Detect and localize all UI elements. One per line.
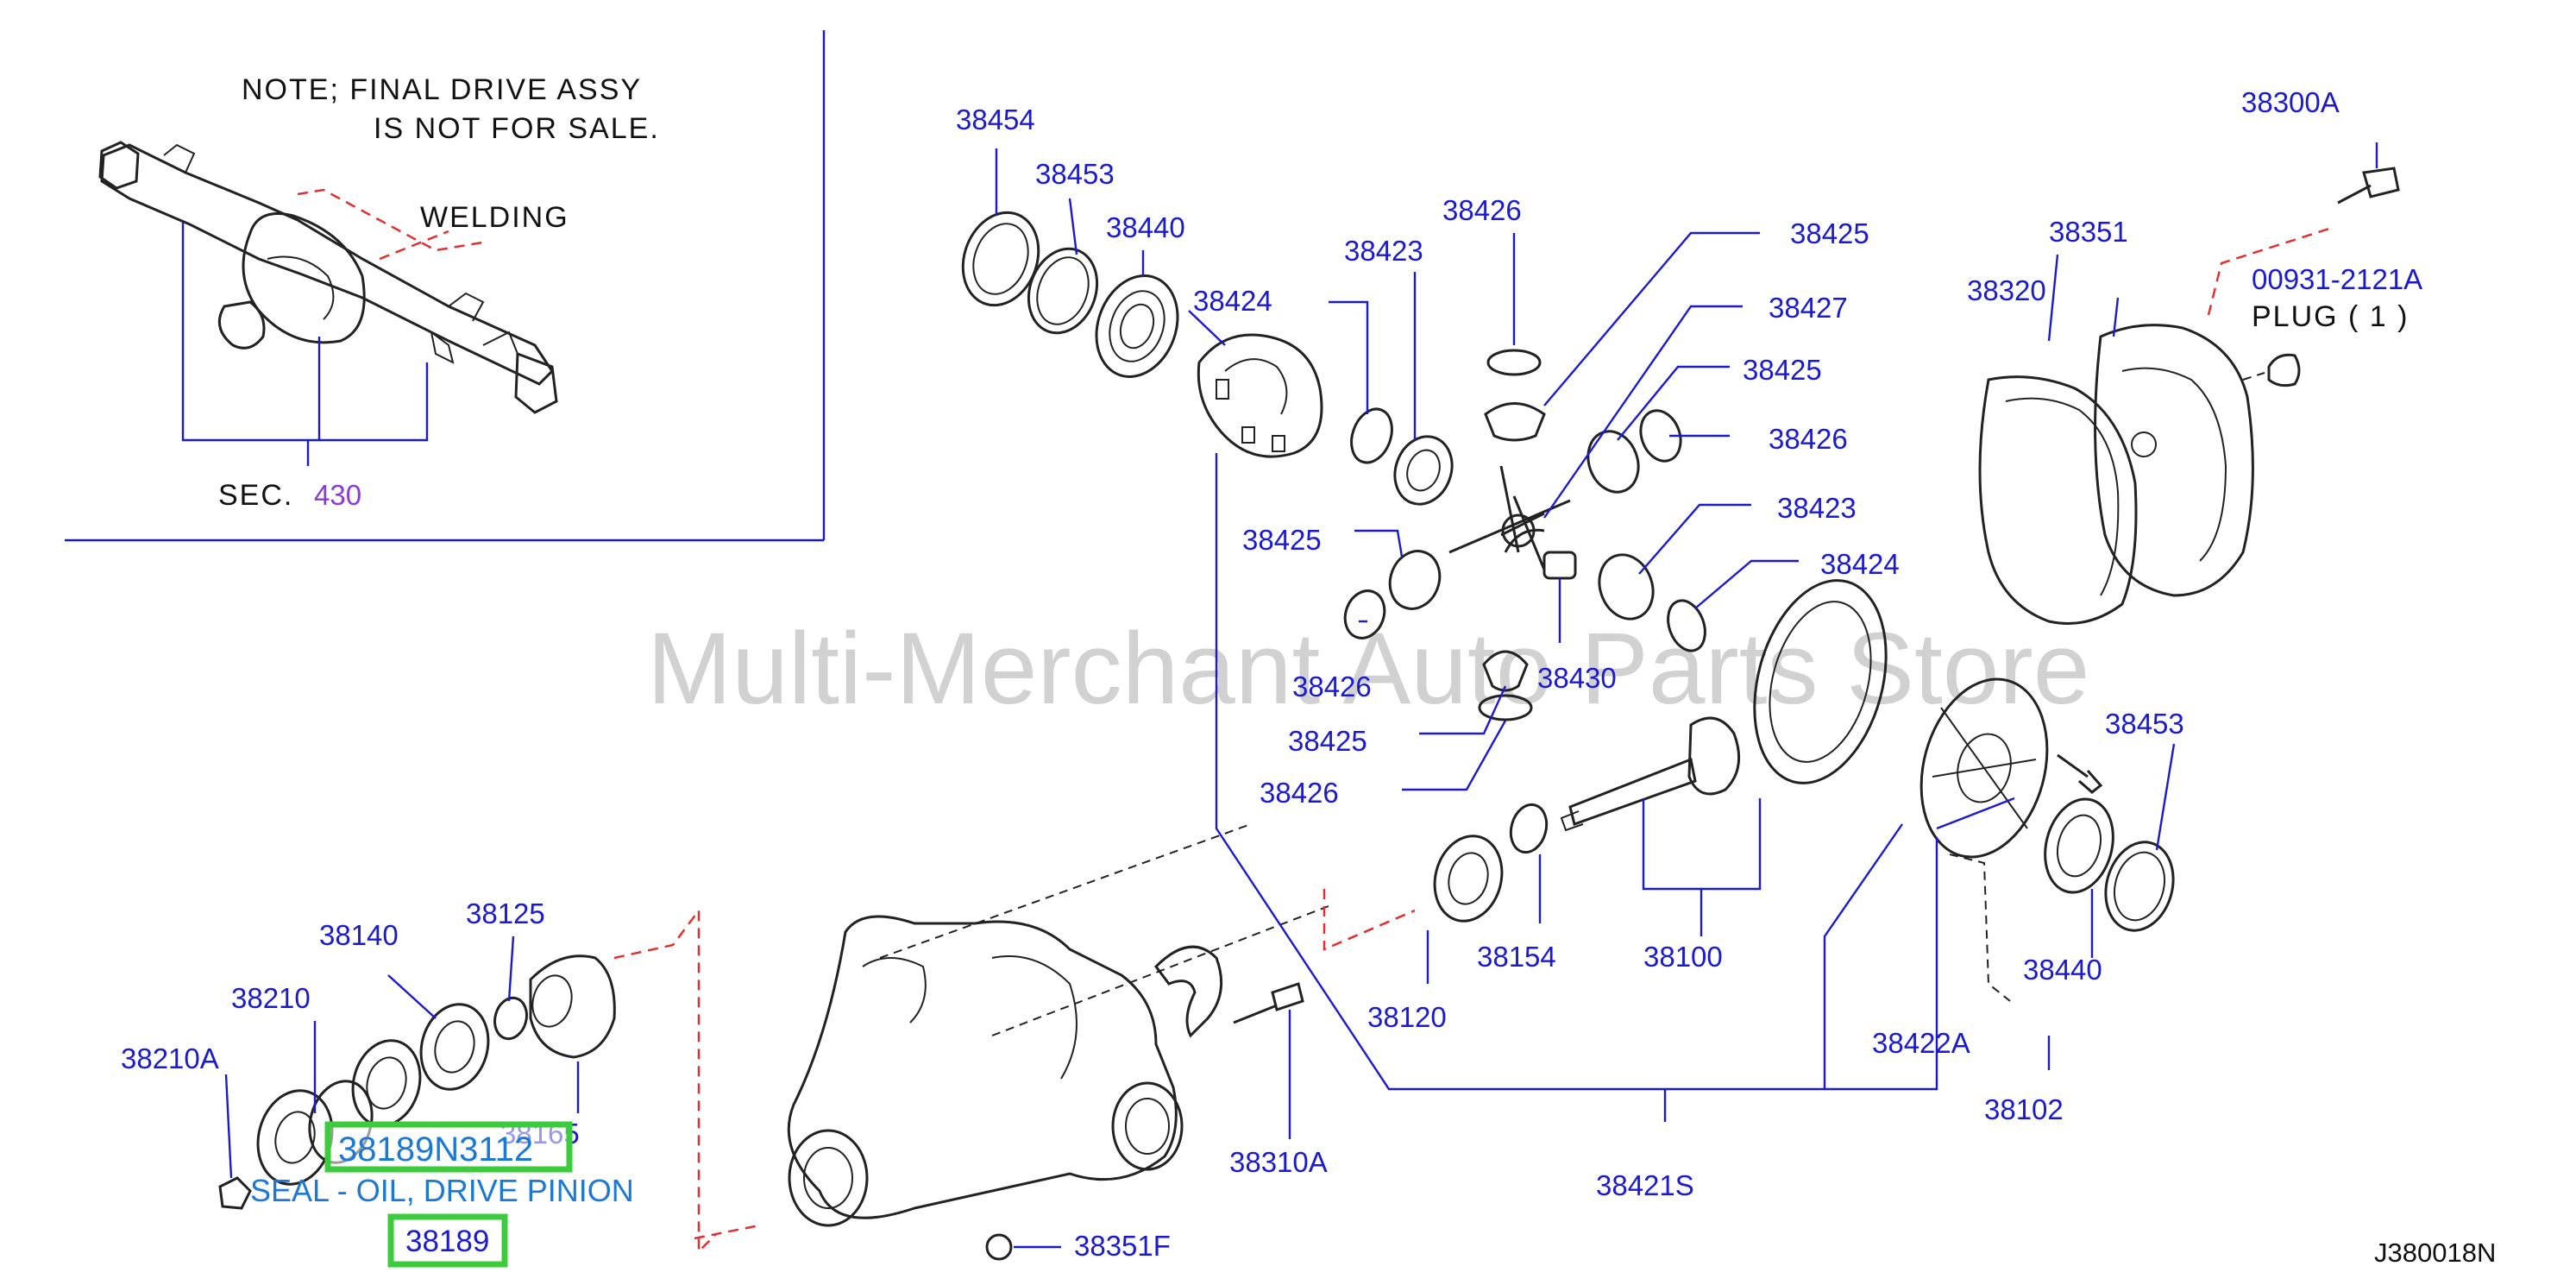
- bearing-cap-38421[interactable]: [1154, 945, 1223, 1038]
- side-gear-38423[interactable]: [1385, 428, 1461, 512]
- pinion-gear-38425-b[interactable]: [1580, 425, 1646, 500]
- upper-bearing-group: [951, 202, 1191, 388]
- inset-panel: NOTE; FINAL DRIVE ASSY IS NOT FOR SALE. …: [65, 30, 826, 542]
- washer-38154[interactable]: [1505, 801, 1551, 856]
- spacer-38165[interactable]: [529, 954, 616, 1059]
- bolt-38422[interactable]: [2057, 753, 2103, 794]
- welding-line: [297, 188, 488, 252]
- callout-38320[interactable]: 38320: [1967, 274, 2046, 306]
- breather-38351F[interactable]: [985, 1233, 1013, 1261]
- callout-38426[interactable]: 38426: [1442, 194, 1522, 226]
- bearing-38120[interactable]: [1425, 828, 1511, 929]
- callout-38422A[interactable]: 38422A: [1872, 1027, 1970, 1059]
- callout-38425-c[interactable]: 38425: [1242, 524, 1322, 556]
- callout-38300A[interactable]: 38300A: [2241, 86, 2340, 118]
- callout-38426-b[interactable]: 38426: [1769, 423, 1848, 455]
- final-drive-housing[interactable]: [787, 915, 1184, 1227]
- callout-38453[interactable]: 38453: [1035, 158, 1115, 190]
- callout-38102[interactable]: 38102: [1984, 1093, 2064, 1125]
- differential-case-38424[interactable]: [1197, 333, 1323, 458]
- callout-38427[interactable]: 38427: [1769, 292, 1848, 324]
- highlight-ref-code[interactable]: 38189: [405, 1225, 489, 1258]
- shim-38453[interactable]: [1017, 239, 1109, 343]
- leader-lines: [224, 142, 2378, 1249]
- lock-pin-38430[interactable]: [1542, 551, 1577, 580]
- callout-38426-d[interactable]: 38426: [1260, 777, 1339, 809]
- callout-38140[interactable]: 38140: [319, 919, 399, 951]
- callout-38425-d[interactable]: 38425: [1288, 725, 1367, 757]
- bearing-38440-b[interactable]: [2035, 791, 2123, 900]
- welding-label: WELDING: [420, 201, 569, 234]
- callout-38310A[interactable]: 38310A: [1229, 1146, 1328, 1178]
- washer-38423[interactable]: [1344, 403, 1398, 468]
- highlight-description: SEAL - OIL, DRIVE PINION: [250, 1173, 634, 1208]
- callout-38210A[interactable]: 38210A: [121, 1042, 219, 1074]
- plug-00931[interactable]: [2267, 353, 2301, 387]
- highlight-part-number[interactable]: 38189N3112: [338, 1131, 533, 1168]
- plug-label: PLUG ( 1 ): [2252, 300, 2409, 333]
- callout-38421S[interactable]: 38421S: [1596, 1169, 1694, 1201]
- callout-38351F[interactable]: 38351F: [1074, 1230, 1171, 1262]
- ring-gear-pinion-38100[interactable]: [1560, 565, 1907, 832]
- bolt-38310A[interactable]: [1233, 982, 1304, 1024]
- pinion-side-parts: [218, 954, 616, 1210]
- watermark: Multi-Merchant Auto Parts Store: [647, 612, 2089, 726]
- thrust-washer-38426-d[interactable]: [1478, 694, 1533, 721]
- highlighted-part[interactable]: 38189N3112 SEAL - OIL, DRIVE PINION 3818…: [250, 1121, 634, 1268]
- washer-38125[interactable]: [490, 994, 531, 1042]
- callout-38100[interactable]: 38100: [1643, 941, 1723, 973]
- oil-seal-38454[interactable]: [951, 202, 1052, 316]
- pinion-shaft-38427[interactable]: [1500, 495, 1546, 570]
- section-label: SEC.: [218, 479, 293, 512]
- washer-38424-b[interactable]: [1662, 595, 1712, 656]
- callout-38424[interactable]: 38424: [1193, 285, 1272, 317]
- thrust-washer-38426-b[interactable]: [1634, 405, 1687, 466]
- callout-38440[interactable]: 38440: [1106, 211, 1185, 243]
- diagram-code: J380018N: [2374, 1238, 2496, 1268]
- shim-38453-b[interactable]: [2096, 835, 2183, 938]
- callout-38454[interactable]: 38454: [956, 104, 1035, 135]
- callout-38423[interactable]: 38423: [1344, 235, 1423, 267]
- highlight-box-part-number[interactable]: [324, 1121, 573, 1173]
- callout-38154[interactable]: 38154: [1477, 941, 1556, 973]
- callout-38120[interactable]: 38120: [1367, 1001, 1447, 1033]
- note-line-2: IS NOT FOR SALE.: [374, 112, 660, 145]
- rear-cover-38351[interactable]: [2094, 324, 2254, 597]
- gasket-38320[interactable]: [1978, 375, 2138, 625]
- callout-38424-b[interactable]: 38424: [1820, 548, 1900, 580]
- highlight-box-ref[interactable]: [387, 1213, 508, 1268]
- callout-00931-2121A[interactable]: 00931-2121A: [2252, 263, 2422, 295]
- thrust-washer-38426-a[interactable]: [1486, 349, 1542, 376]
- diff-gears: [1339, 349, 1712, 721]
- axle-housing-drawing: [98, 141, 558, 414]
- section-number-link[interactable]: 430: [314, 479, 361, 511]
- callout-38423-b[interactable]: 38423: [1777, 492, 1857, 524]
- callout-38425[interactable]: 38425: [1790, 217, 1869, 249]
- bearing-38140[interactable]: [412, 997, 497, 1097]
- note-line-1: NOTE; FINAL DRIVE ASSY: [242, 73, 642, 106]
- callout-38440-b[interactable]: 38440: [2023, 954, 2102, 986]
- callout-labels: 38454 38453 38440 38424 38423 38426 3842…: [121, 86, 2422, 1262]
- callout-38453-b[interactable]: 38453: [2105, 708, 2184, 740]
- section-leader: [181, 222, 429, 442]
- pinion-gear-38425-c[interactable]: [1382, 544, 1448, 615]
- side-gear-38423-b[interactable]: [1591, 547, 1662, 627]
- callout-38125[interactable]: 38125: [466, 898, 545, 929]
- flange-38422A[interactable]: [1902, 665, 2066, 871]
- pinion-gear-38425-a[interactable]: [1484, 402, 1546, 442]
- callout-38351[interactable]: 38351: [2049, 216, 2128, 248]
- callout-38210[interactable]: 38210: [231, 982, 311, 1014]
- drain-bolt-38300A[interactable]: [2337, 167, 2400, 205]
- callout-38426-c[interactable]: 38426: [1292, 671, 1372, 702]
- callout-38425-b[interactable]: 38425: [1743, 354, 1822, 386]
- nut-38210A[interactable]: [218, 1176, 252, 1210]
- callout-38430[interactable]: 38430: [1537, 662, 1617, 694]
- pinion-gear-38425-d[interactable]: [1482, 650, 1529, 692]
- bearing-38440[interactable]: [1083, 264, 1191, 388]
- thrust-washer-38426-c[interactable]: [1339, 585, 1391, 644]
